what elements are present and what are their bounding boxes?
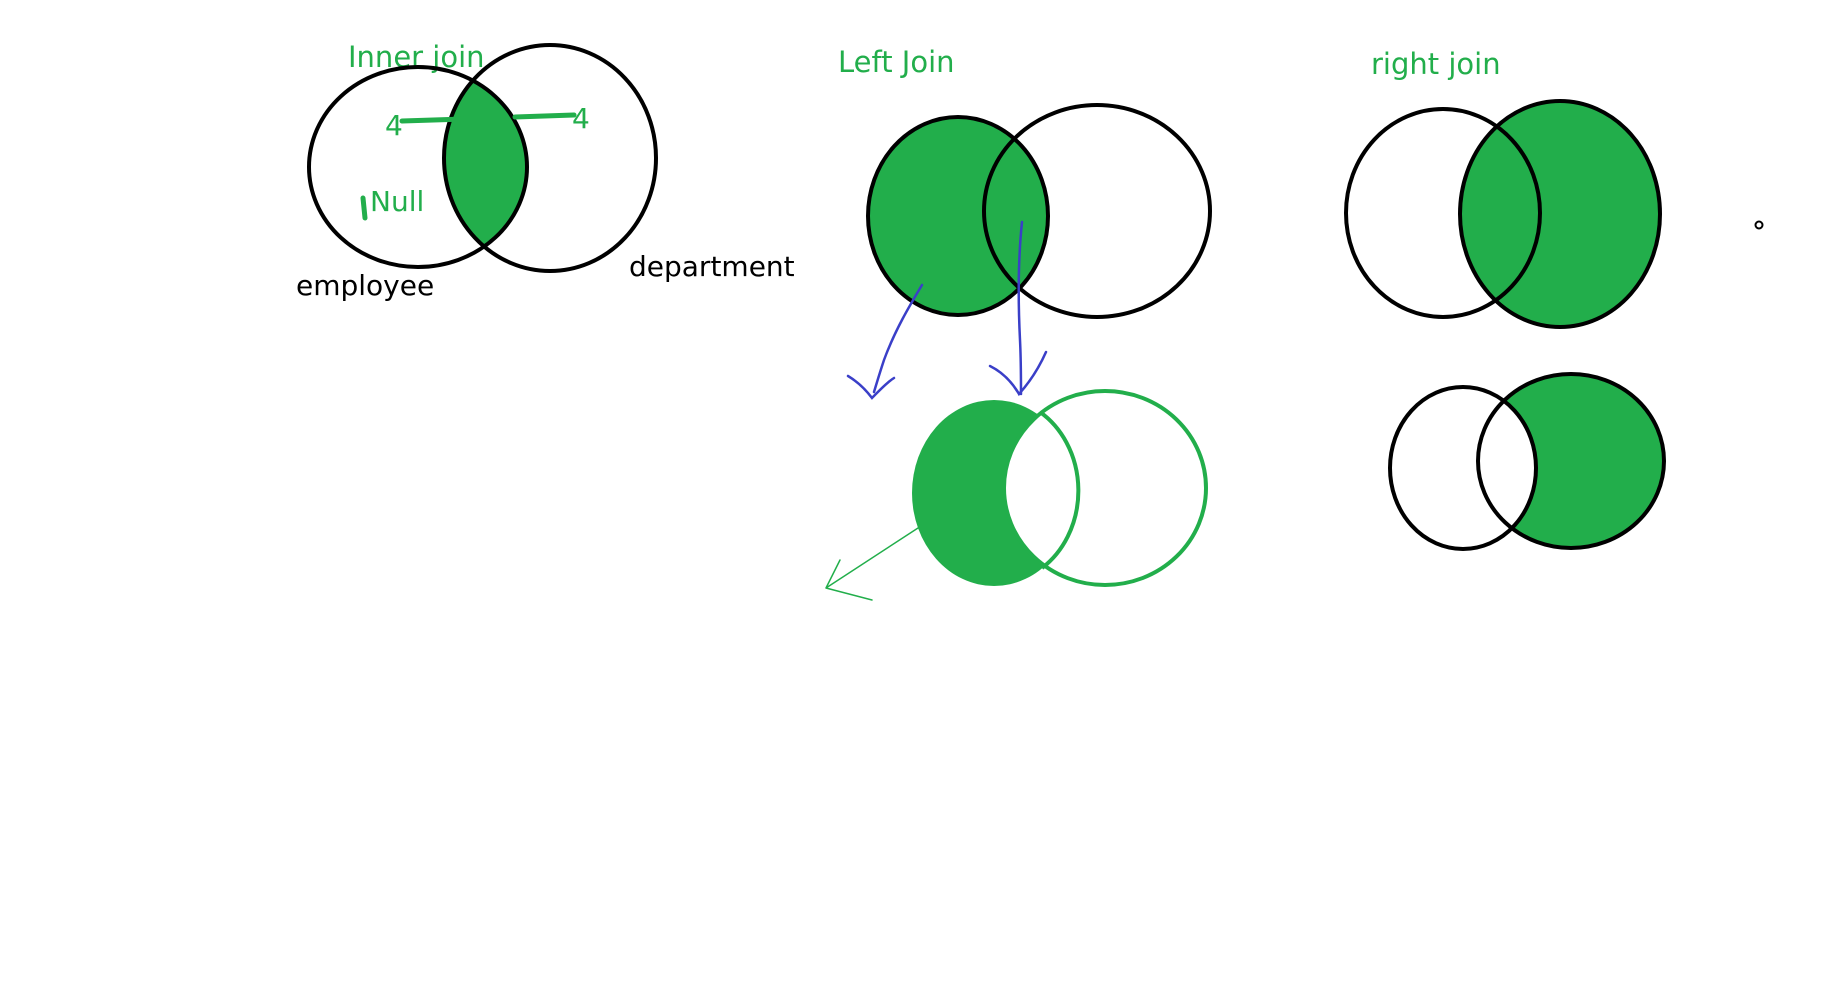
left-join-right-circle: [982, 103, 1212, 319]
key-link-line-left: [399, 116, 468, 124]
right-join-right-circle-fill: [1460, 101, 1660, 327]
right-join-left-circle: [1344, 107, 1542, 319]
department-set-circle: [442, 43, 658, 273]
right-join-diagram: right join: [1344, 47, 1666, 551]
green-arrow: [825, 527, 919, 601]
department-key-value: 4: [572, 102, 590, 135]
left-join-diagram: Left Join: [825, 45, 1212, 601]
right-only-fill: [1478, 374, 1664, 548]
left-only-fill: [912, 400, 1076, 586]
blue-arrow-right: [988, 220, 1048, 397]
employee-set-label: employee: [296, 269, 434, 302]
stray-dot: [1754, 220, 1764, 230]
left-join-bottom-left-outline: [1038, 410, 1081, 570]
employee-set-circle: [307, 65, 529, 269]
left-join-bottom-right-circle: [1002, 389, 1208, 587]
left-join-title: Left Join: [838, 45, 955, 79]
key-link-line-right: [512, 112, 577, 120]
null-label: Null: [370, 185, 424, 218]
right-join-title: right join: [1371, 47, 1501, 81]
left-join-left-circle-fill: [868, 117, 1048, 315]
inner-join-intersection-fill: [444, 67, 527, 267]
null-tick-mark: [360, 195, 368, 221]
left-join-left-circle: [866, 115, 1050, 317]
employee-key-value: 4: [385, 109, 403, 142]
blue-arrow-left: [846, 283, 924, 400]
right-join-right-circle: [1458, 99, 1662, 329]
right-join-bottom-right-circle: [1476, 372, 1666, 550]
right-join-bottom-left-circle: [1388, 385, 1538, 551]
inner-join-diagram: Inner join 4 4 Null employee department: [296, 40, 795, 302]
department-set-label: department: [629, 250, 795, 283]
